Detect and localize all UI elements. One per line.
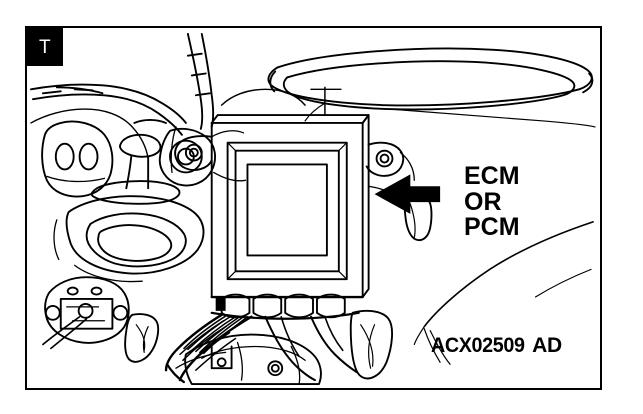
console-panel <box>53 195 205 283</box>
section-badge-label: T <box>38 36 52 58</box>
figure-reference-number: ACX02509 AD <box>428 334 563 358</box>
callout-line-pcm: PCM <box>464 213 520 241</box>
figure-frame: ECM OR PCM ACX02509 AD <box>25 26 602 390</box>
instrument-cluster <box>41 119 247 198</box>
module-bracket-arms <box>170 86 342 174</box>
column-bracket <box>90 133 181 205</box>
floor-bracket <box>175 333 322 385</box>
dash-contour-a <box>30 108 131 126</box>
ecm-pcm-callout: ECM OR PCM <box>464 162 520 241</box>
lower-left-clip <box>124 313 160 363</box>
mounting-bracket <box>42 276 130 350</box>
floor-contour <box>413 221 594 365</box>
callout-line-ecm: ECM <box>464 162 520 190</box>
harness-connectors <box>210 293 364 320</box>
headliner-line <box>389 108 596 128</box>
part-number-code: ACX02509 <box>430 334 525 357</box>
harness-branches <box>264 315 358 382</box>
left-arrow-icon <box>374 174 441 214</box>
section-badge: T <box>27 28 63 66</box>
ecm-module <box>210 114 370 298</box>
dash-top-edge <box>30 83 187 136</box>
right-trim-flap <box>349 309 393 380</box>
part-number-revision: AD <box>532 334 562 357</box>
wiring-harness <box>164 313 253 384</box>
a-pillar-trim <box>186 32 215 130</box>
header-trim-outline <box>267 47 594 111</box>
line-drawing-canvas <box>30 32 596 385</box>
callout-line-or: OR <box>464 187 502 216</box>
